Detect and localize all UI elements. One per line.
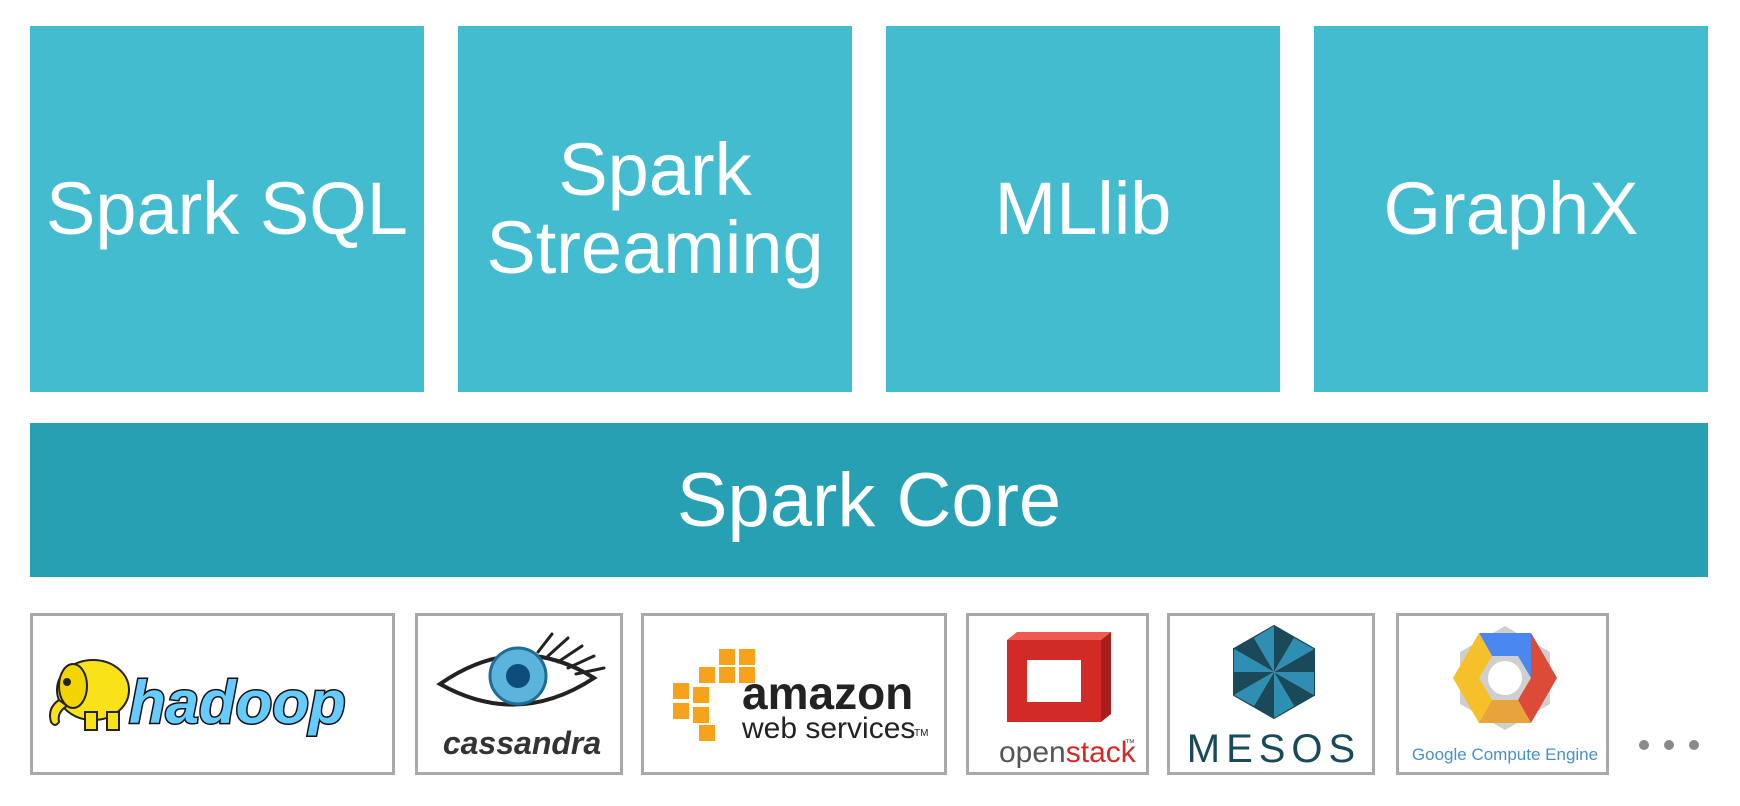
hadoop-elephant-icon: hadoop	[49, 659, 347, 738]
aws-webservices-text: web services	[741, 712, 915, 745]
cassandra-text: cassandra	[443, 725, 601, 761]
spark-core-label: Spark Core	[676, 457, 1062, 543]
openstack-stack-text: stack	[1066, 736, 1137, 769]
mesos-logo: MESOS	[1167, 613, 1375, 775]
graphx-block: GraphX	[1314, 26, 1708, 392]
openstack-logo-icon: openstack ™	[999, 632, 1137, 769]
ellipsis-icon	[1639, 740, 1699, 750]
svg-text:openstack: openstack	[999, 736, 1137, 769]
spark-streaming-block: Spark Streaming	[458, 26, 852, 392]
spark-sql-block: Spark SQL	[30, 26, 424, 392]
openstack-tm-text: ™	[1125, 738, 1135, 749]
mllib-block: MLlib	[886, 26, 1280, 392]
aws-tm-text: TM	[914, 728, 928, 739]
spark-core-block: Spark Core	[30, 423, 1708, 577]
gce-hexagon-icon: Google Compute Engine	[1412, 626, 1598, 764]
hadoop-text: hadoop	[129, 669, 346, 736]
hadoop-logo: hadoop	[30, 613, 395, 775]
spark-streaming-label-line1: Spark	[558, 127, 752, 211]
aws-amazon-text: amazon	[742, 667, 913, 719]
cassandra-eye-icon: cassandra	[436, 632, 606, 761]
aws-cubes-icon: amazon web services TM	[671, 647, 928, 745]
mesos-text: MESOS	[1187, 727, 1361, 771]
mllib-label: MLlib	[994, 166, 1172, 250]
aws-logo: amazon web services TM	[641, 613, 947, 775]
mesos-hexagon-icon: MESOS	[1187, 624, 1361, 771]
spark-sql-label: Spark SQL	[46, 166, 408, 250]
openstack-logo: openstack ™	[966, 613, 1149, 775]
cassandra-logo: cassandra	[415, 613, 623, 775]
spark-streaming-label-line2: Streaming	[486, 206, 824, 289]
gce-logo: Google Compute Engine	[1396, 613, 1609, 775]
gce-text: Google Compute Engine	[1412, 745, 1598, 764]
openstack-open-text: open	[999, 736, 1066, 769]
graphx-label: GraphX	[1383, 166, 1639, 250]
